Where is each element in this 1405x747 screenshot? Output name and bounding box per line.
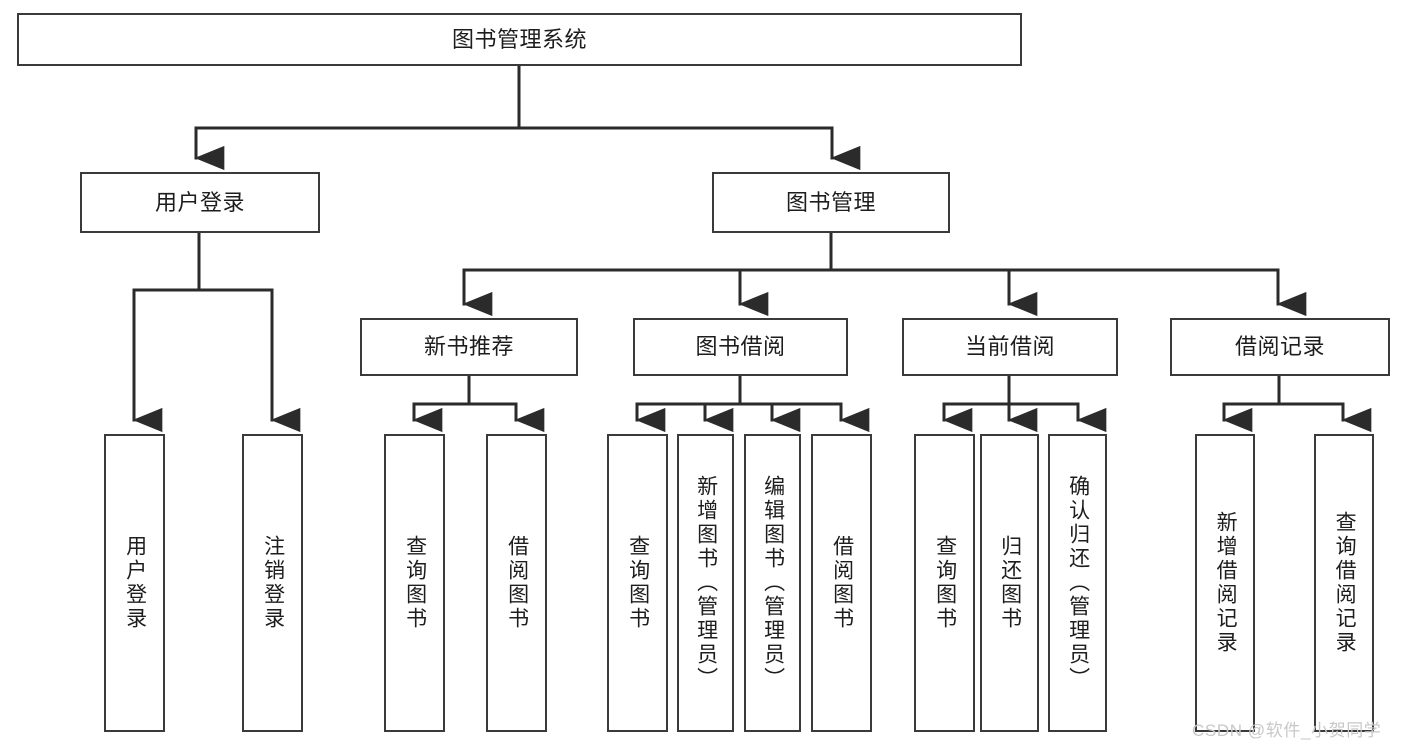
node-leaf-user-login[interactable]: 用户登录	[104, 434, 165, 732]
node-leaf-query-record-label: 查询借阅记录	[1333, 511, 1357, 655]
node-book-manage[interactable]: 图书管理	[712, 172, 950, 233]
node-leaf-add-record[interactable]: 新增借阅记录	[1195, 434, 1255, 732]
node-book-borrow-label: 图书借阅	[695, 334, 786, 360]
node-root-label: 图书管理系统	[451, 26, 587, 52]
node-leaf-logout-label: 注销登录	[261, 535, 285, 631]
node-leaf-confirm-return-label: 确认归还（管理员）	[1066, 475, 1090, 691]
node-root[interactable]: 图书管理系统	[17, 13, 1022, 66]
node-leaf-query-book-2[interactable]: 查询图书	[607, 434, 668, 732]
node-new-book-rec[interactable]: 新书推荐	[360, 318, 578, 376]
node-current-borrow-label: 当前借阅	[964, 334, 1055, 360]
node-leaf-return-book-label: 归还图书	[998, 535, 1022, 631]
node-user-login[interactable]: 用户登录	[80, 172, 320, 233]
node-leaf-logout[interactable]: 注销登录	[242, 434, 303, 732]
node-leaf-borrow-book-2-label: 借阅图书	[830, 535, 854, 631]
node-leaf-edit-book[interactable]: 编辑图书（管理员）	[744, 434, 801, 732]
node-leaf-borrow-book-1-label: 借阅图书	[505, 535, 529, 631]
node-borrow-record[interactable]: 借阅记录	[1170, 318, 1390, 376]
node-leaf-user-login-label: 用户登录	[123, 535, 147, 631]
node-leaf-add-record-label: 新增借阅记录	[1214, 511, 1238, 655]
node-leaf-return-book[interactable]: 归还图书	[980, 434, 1039, 732]
node-borrow-record-label: 借阅记录	[1234, 334, 1325, 360]
node-leaf-confirm-return[interactable]: 确认归还（管理员）	[1048, 434, 1107, 732]
csdn-watermark: CSDN @软件_小贺同学	[1192, 721, 1382, 740]
node-leaf-edit-book-label: 编辑图书（管理员）	[761, 475, 785, 691]
node-leaf-query-book-2-label: 查询图书	[626, 535, 650, 631]
node-leaf-borrow-book-2[interactable]: 借阅图书	[811, 434, 872, 732]
node-current-borrow[interactable]: 当前借阅	[902, 318, 1118, 376]
node-leaf-borrow-book-1[interactable]: 借阅图书	[486, 434, 547, 732]
node-new-book-rec-label: 新书推荐	[423, 334, 514, 360]
node-book-borrow[interactable]: 图书借阅	[633, 318, 848, 376]
node-leaf-query-book-1[interactable]: 查询图书	[384, 434, 445, 732]
node-leaf-query-book-3-label: 查询图书	[933, 535, 957, 631]
node-leaf-query-book-3[interactable]: 查询图书	[914, 434, 975, 732]
node-leaf-add-book-label: 新增图书（管理员）	[694, 475, 718, 691]
node-user-login-label: 用户登录	[154, 189, 245, 215]
node-book-manage-label: 图书管理	[785, 189, 876, 215]
node-leaf-add-book[interactable]: 新增图书（管理员）	[677, 434, 734, 732]
node-leaf-query-record[interactable]: 查询借阅记录	[1314, 434, 1374, 732]
node-leaf-query-book-1-label: 查询图书	[403, 535, 427, 631]
